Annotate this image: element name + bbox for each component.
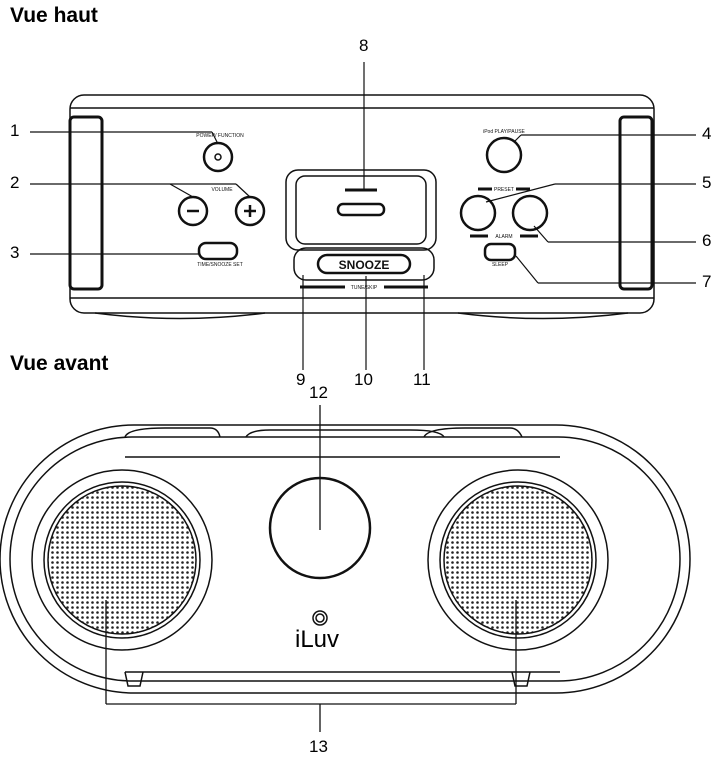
callout-1: 1 [10,121,20,140]
front-view-heading: Vue avant [10,352,109,375]
left-speaker-grille [47,485,197,635]
preset-up-button [511,194,549,232]
callout-2: 2 [10,173,20,192]
sensor-light [312,610,328,626]
play-pause-label: iPod PLAY/PAUSE [483,129,525,135]
callout-6: 6 [702,231,712,250]
alarm-label: ALARM [495,234,512,240]
snooze-text: SNOOZE [339,258,390,272]
callout-8: 8 [359,36,369,55]
time-set-button [197,241,239,261]
power-button [202,141,234,173]
time-set-label: TIME/SNOOZE SET [197,262,243,268]
callout-10: 10 [354,370,373,389]
right-speaker-ring [427,469,609,651]
preset-down-button [459,194,497,232]
callout-4: 4 [702,124,712,143]
tune-label: TUNE/SKIP [351,285,378,291]
right-foot [457,312,629,320]
callout-13: 13 [309,737,328,756]
right-speaker-grille [443,485,593,635]
top-view-heading: Vue haut [10,4,98,27]
preset-label: PRESET [494,187,514,193]
left-handle [68,115,104,291]
left-speaker-ring [31,469,213,651]
volume-label: VOLUME [211,187,233,193]
sleep-button [483,242,517,262]
brand-logo-text: iLuv [295,626,340,653]
callout-3: 3 [10,243,20,262]
callout-12: 12 [309,383,328,402]
power-label: POWER/ FUNCTION [196,133,244,139]
sleep-label: SLEEP [492,262,509,268]
callout-9: 9 [296,370,306,389]
left-foot [94,312,266,320]
snooze-button [316,253,412,275]
play-pause-button [485,136,523,174]
ipod-dock [285,169,437,251]
front-outer-shell [0,424,691,694]
callout-7: 7 [702,272,712,291]
right-handle [618,115,654,291]
dock-connector [336,202,386,217]
callout-11: 11 [413,370,431,389]
callout-5: 5 [702,173,712,192]
snooze-bar-outer [293,247,435,281]
